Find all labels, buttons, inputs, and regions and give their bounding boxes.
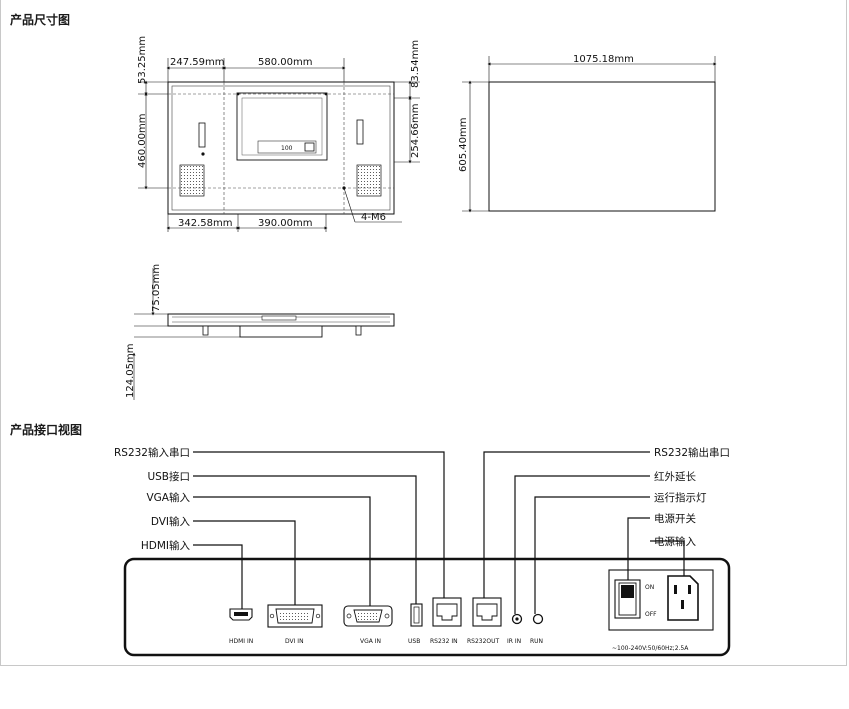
indicator-dot [201,152,205,156]
io-panel-housing [123,557,731,657]
dim-overall-width: 1075.18mm [573,54,634,65]
bracket-inner [241,97,323,156]
callout-vga: VGA输入 [146,491,190,504]
rs232-out-port-label: RS232OUT [467,638,500,645]
dvi-port-label: DVI IN [285,638,304,645]
power-inlet [667,575,699,621]
dim-side-thickness: 75.05mm [151,264,162,312]
dim-right-top-height: 83.54mm [410,40,421,88]
dim-top-mid-width: 580.00mm [258,57,312,68]
left-handle [198,122,206,148]
callout-dvi: DVI输入 [151,515,191,528]
dim-overall-height: 605.40mm [458,118,469,172]
front-panel-inner [171,85,391,211]
callout-hdmi: HDMI输入 [141,539,191,552]
front-power-port [304,142,315,152]
side-bracket [239,325,323,338]
callout-rs232-in: RS232输入串口 [114,446,190,459]
dim-left-top-height: 53.25mm [137,36,148,84]
interface-section-title: 产品接口视图 [10,423,83,437]
dim-total-depth: 124.05mm [125,344,136,398]
rs232-in-port-label: RS232 IN [430,638,458,645]
right-handle [356,119,364,145]
frame-bottom-border [0,665,847,666]
wall-mount-bracket [236,92,328,161]
callout-power-switch: 电源开关 [654,512,696,525]
outline-view-drawing: 1075.18mm 605.40mm [458,54,717,213]
dimensions-section-title: 产品尺寸图 [10,13,71,27]
screw-spec-label: 4-M6 [361,212,386,223]
run-indicator-led [532,613,544,625]
callout-rs232-out: RS232输出串口 [654,446,730,459]
interface-diagram: HDMI IN DVI IN VGA IN USB RS232 IN [114,446,731,657]
side-view-drawing: 75.05mm 124.05mm [125,264,395,400]
frame-right-border [846,0,847,666]
front-io-text: 100 [281,145,293,152]
dim-bottom-mid-width: 390.00mm [258,218,312,229]
switch-off-label: OFF [645,611,657,618]
rs232-out-port [472,597,502,627]
outline-panel [488,81,716,212]
callout-power-input: 电源输入 [654,535,696,548]
dim-top-left-width: 247.59mm [170,57,224,68]
dim-right-mid-height: 254.66mm [410,104,421,158]
dim-bottom-left-width: 342.58mm [178,218,232,229]
front-io-panel [257,140,317,154]
power-rating-text: ~100-240V:50/60Hz;2.5A [612,645,689,652]
hdmi-port-label: HDMI IN [229,638,253,645]
callout-ir-extension: 红外延长 [654,470,696,483]
right-speaker-grille [356,164,382,197]
frame-left-border [0,0,1,666]
usb-port-label: USB [408,638,420,645]
vga-port-label: VGA IN [360,638,381,645]
rs232-in-port [432,597,462,627]
run-port-label: RUN [530,638,543,645]
ir-port-label: IR IN [507,638,521,645]
switch-on-label: ON [645,584,654,591]
front-view-drawing: 100 247.59mm 580.00mm [137,36,421,232]
front-panel-outline [167,81,395,215]
dim-left-main-height: 460.00mm [137,114,148,168]
callout-run-indicator: 运行指示灯 [654,491,707,504]
left-speaker-grille [179,164,205,197]
callout-usb: USB接口 [147,470,190,483]
